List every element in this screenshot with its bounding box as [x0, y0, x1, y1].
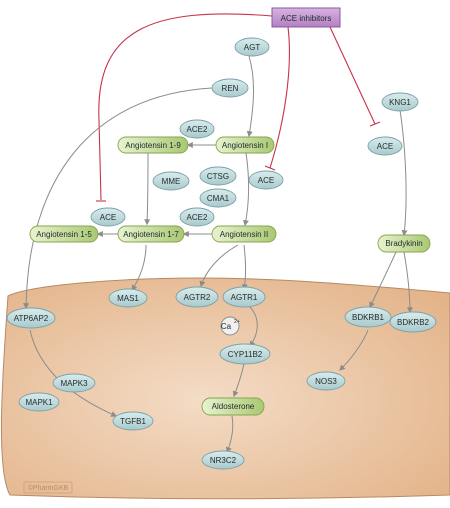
node-ca-ion[interactable]: Ca 2+ [220, 316, 240, 336]
node-tgfb1[interactable] [112, 411, 154, 431]
cell-body [0, 277, 450, 500]
node-ace2-mid[interactable] [179, 207, 215, 227]
label-mas1: MAS1 [117, 294, 139, 303]
inhibition-line-ace-mid [269, 26, 290, 169]
label-ace2-top: ACE2 [187, 125, 208, 134]
ace-inhibitors-box[interactable]: ACE inhibitors [271, 7, 341, 28]
label-nr3c2: NR3C2 [210, 456, 237, 465]
node-mme[interactable] [152, 171, 190, 191]
arrow-angi-angii [242, 152, 250, 227]
label-cma1: CMA1 [207, 194, 230, 203]
label-agtr2: AGTR2 [184, 293, 211, 302]
arrow-agt-angi [246, 55, 254, 138]
node-bdkrb2[interactable] [389, 311, 437, 333]
node-atp6ap2[interactable] [6, 307, 56, 329]
ca-ion-charge: 2+ [234, 319, 240, 325]
arrow-brady-bdkrb1 [369, 251, 397, 309]
node-angiotensin-i[interactable] [215, 136, 275, 154]
node-angiotensin-1-9[interactable] [117, 136, 189, 154]
inhibition-tbar-ace-right [369, 121, 381, 127]
node-mapk3[interactable] [52, 373, 96, 393]
label-angiotensin-ii: Angiotensin II [220, 230, 268, 239]
pharmgkb-watermark: ©PharmGKB [23, 481, 73, 494]
node-ace2-top[interactable] [179, 119, 215, 139]
label-mme: MME [162, 177, 181, 186]
node-bdkrb1[interactable] [344, 306, 392, 328]
arrow-angii-agtr1 [241, 244, 248, 291]
node-cyp11b2[interactable] [219, 343, 271, 365]
inhibition-tbar-ace-mid [264, 165, 276, 171]
arrow-bdkrb1-nos3 [339, 329, 369, 371]
label-bdkrb1: BDKRB1 [352, 313, 385, 322]
node-bradykinin[interactable] [377, 234, 431, 253]
node-aldosterone[interactable] [201, 397, 265, 416]
label-cyp11b2: CYP11B2 [228, 350, 263, 359]
label-tgfb1: TGFB1 [120, 417, 146, 426]
node-ace-mid[interactable] [248, 170, 284, 190]
ca-ion-label: Ca [221, 322, 232, 331]
arrow-ang19-ang17 [144, 152, 151, 226]
label-ctsg: CTSG [207, 172, 229, 181]
node-nos3[interactable] [306, 371, 346, 391]
label-nos3: NOS3 [315, 377, 337, 386]
watermark-text: ©PharmGKB [28, 484, 69, 492]
node-ctsg[interactable] [199, 166, 237, 186]
node-cma1[interactable] [199, 188, 237, 208]
node-angiotensin-ii[interactable] [211, 225, 277, 243]
label-bradykinin: Bradykinin [385, 239, 422, 248]
label-ace-left: ACE [100, 213, 116, 222]
label-angiotensin-i: Angiotensin I [222, 141, 268, 150]
label-agtr1: AGTR1 [231, 293, 258, 302]
arrow-ang17-mas1 [131, 244, 147, 291]
label-agt: AGT [244, 43, 261, 52]
inhibition-lines [96, 13, 381, 202]
label-aldosterone: Aldosterone [212, 402, 255, 411]
node-angiotensin-1-7[interactable] [117, 225, 185, 243]
node-agtr1[interactable] [222, 286, 266, 308]
arrow-kng1-bradykinin [399, 109, 408, 237]
arrow-ren-atp6ap2 [23, 87, 213, 310]
label-atp6ap2: ATP6AP2 [14, 314, 49, 323]
label-angiotensin-1-5: Angiotensin 1-5 [36, 230, 92, 239]
label-angiotensin-1-7: Angiotensin 1-7 [123, 230, 179, 239]
arrow-brady-bdkrb2 [403, 251, 413, 314]
arrow-cyp11b2-aldosterone [232, 362, 245, 398]
label-kng1: KNG1 [389, 98, 411, 107]
label-ace2-mid: ACE2 [187, 213, 208, 222]
node-mapk1[interactable] [18, 392, 60, 412]
inhibition-line-ace-right [329, 26, 376, 125]
label-ren: REN [222, 84, 239, 93]
label-mapk3: MAPK3 [60, 379, 88, 388]
label-mapk1: MAPK1 [25, 398, 53, 407]
node-agt[interactable] [234, 37, 270, 57]
label-bdkrb2: BDKRB2 [397, 318, 430, 327]
label-ace-right: ACE [377, 142, 393, 151]
node-nr3c2[interactable] [201, 450, 245, 470]
arrow-aldosterone-nr3c2 [226, 415, 234, 454]
arrow-agtr1-cyp11b2 [247, 304, 258, 347]
node-angiotensin-1-5[interactable] [29, 225, 99, 243]
node-mas1[interactable] [108, 288, 148, 308]
ace-inhibitors-label: ACE inhibitors [281, 14, 332, 23]
arrow-angii-agtr2 [199, 244, 239, 288]
node-ace-left[interactable] [90, 207, 126, 227]
node-ren[interactable] [211, 78, 249, 98]
node-ace-right[interactable] [367, 136, 403, 156]
label-ace-mid: ACE [258, 176, 274, 185]
node-agtr2[interactable] [175, 286, 219, 308]
label-angiotensin-1-9: Angiotensin 1-9 [125, 141, 181, 150]
node-kng1[interactable] [381, 92, 419, 112]
inhibition-line-ace-left [98, 13, 273, 201]
